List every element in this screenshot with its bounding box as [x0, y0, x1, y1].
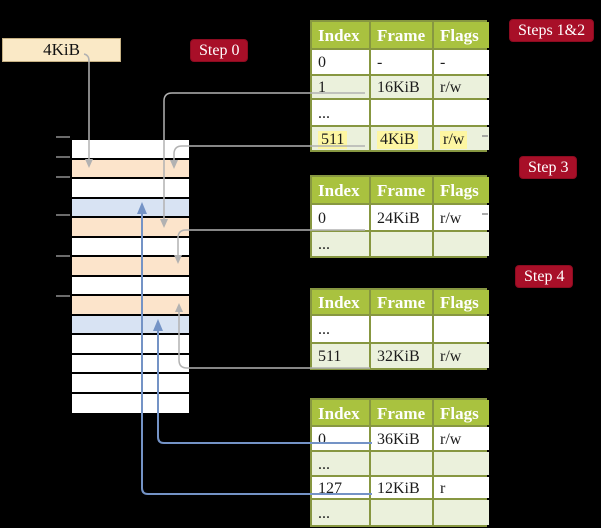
table-cell-row2: [434, 100, 489, 125]
column-header-frame: Frame: [371, 177, 432, 203]
frame-row-5-peach: [72, 218, 189, 238]
highlighted-value: r/w: [440, 130, 468, 149]
table-cell-row0: 0: [312, 50, 369, 74]
table-cell-row1: 16KiB: [371, 76, 432, 98]
column-header-flags: Flags: [434, 400, 489, 425]
table-cell-row3: 4KiB: [371, 127, 432, 150]
table-cell-row1: 32KiB: [371, 344, 432, 368]
frame-size-label: 4KiB: [43, 40, 80, 59]
step-4-badge: Step 4: [515, 265, 574, 288]
frame-size-box: 4KiB: [2, 38, 121, 62]
table-cell-row1: [434, 232, 489, 256]
table-cell-row0: 0: [312, 427, 369, 450]
table-cell-row0: -: [371, 50, 432, 74]
table-cell-row1: ...: [312, 232, 369, 256]
column-header-index: Index: [312, 400, 369, 425]
column-header-flags: Flags: [434, 22, 489, 48]
stack-ticks: [56, 136, 70, 297]
table-cell-row0: ...: [312, 316, 369, 342]
table-cell-row1: [371, 232, 432, 256]
column-header-frame: Frame: [371, 22, 432, 48]
table-cell-row0: [371, 316, 432, 342]
table-cell-row1: [434, 452, 489, 475]
highlighted-value: 511: [318, 130, 348, 149]
frame-row-2-peach: [72, 159, 189, 179]
column-header-flags: Flags: [434, 177, 489, 203]
table-cell-row1: 511: [312, 344, 369, 368]
frame-row-6-white: [72, 237, 189, 257]
table-cell-row0: -: [434, 50, 489, 74]
table-cell-row0: 0: [312, 205, 369, 230]
frame-row-10-blue: [72, 315, 189, 335]
table-cell-row2: 12KiB: [371, 477, 432, 498]
frame-row-11-white: [72, 335, 189, 355]
table-cell-row1: [371, 452, 432, 475]
frame-row-12-white: [72, 354, 189, 374]
table-cell-row2: ...: [312, 100, 369, 125]
frame-row-14-white: [72, 393, 189, 413]
table-cell-row0: r/w: [434, 427, 489, 450]
table-cell-row2: [371, 100, 432, 125]
table-cell-row2: 127: [312, 477, 369, 498]
memory-frames-stack: [70, 138, 191, 415]
table-cell-row1: r/w: [434, 344, 489, 368]
highlighted-value: 4KiB: [377, 130, 418, 149]
column-header-flags: Flags: [434, 290, 489, 314]
table-cell-row3: [434, 500, 489, 525]
table-cell-row1: ...: [312, 452, 369, 475]
column-header-index: Index: [312, 290, 369, 314]
table-cell-row3: [371, 500, 432, 525]
table-cell-row0: r/w: [434, 205, 489, 230]
table-cell-row1: 1: [312, 76, 369, 98]
frame-row-3-white: [72, 179, 189, 199]
table-cell-row0: [434, 316, 489, 342]
table-cell-row3: 511: [312, 127, 369, 150]
frame-row-1-white: [72, 140, 189, 160]
table-cell-row2: r: [434, 477, 489, 498]
column-header-index: Index: [312, 22, 369, 48]
table-cell-row3: ...: [312, 500, 369, 525]
steps-1-2-badge: Steps 1&2: [509, 19, 595, 42]
column-header-frame: Frame: [371, 290, 432, 314]
column-header-frame: Frame: [371, 400, 432, 425]
step-3-badge: Step 3: [519, 156, 578, 179]
column-header-index: Index: [312, 177, 369, 203]
table-cell-row0: 24KiB: [371, 205, 432, 230]
frame-row-8-white: [72, 276, 189, 296]
step-0-badge: Step 0: [190, 39, 249, 62]
table-cell-row3: r/w: [434, 127, 489, 150]
frame-row-9-peach: [72, 296, 189, 316]
frame-row-4-blue: [72, 198, 189, 218]
table-cell-row0: 36KiB: [371, 427, 432, 450]
table-cell-row1: r/w: [434, 76, 489, 98]
frame-row-7-peach: [72, 257, 189, 277]
frame-row-13-white: [72, 374, 189, 394]
